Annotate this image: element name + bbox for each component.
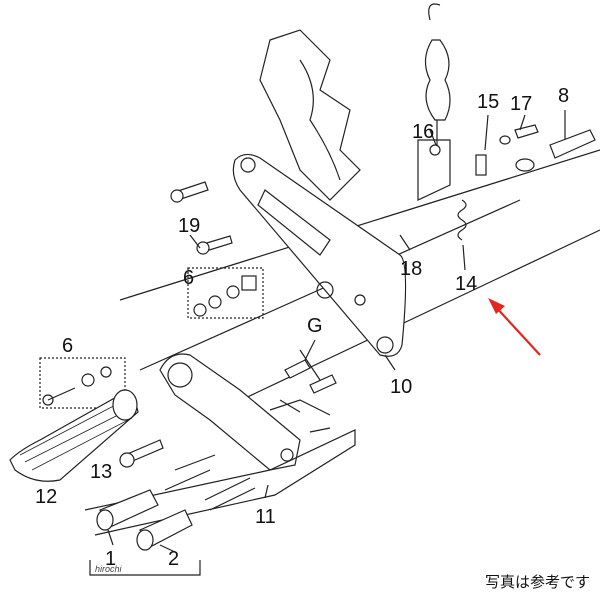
callout-18: 18 [400, 258, 422, 280]
leader-line [519, 114, 526, 131]
pivot-washer [193, 303, 207, 317]
callout-12: 12 [35, 486, 57, 508]
callout-15: 15 [477, 91, 499, 113]
pin [309, 374, 337, 394]
small-bolt [309, 427, 331, 433]
bolt-head [119, 452, 135, 468]
leader-line [384, 354, 396, 371]
callout-13: 13 [90, 461, 112, 483]
callout-19: 19 [178, 215, 200, 237]
pivot-washer [100, 366, 112, 378]
leader-line [107, 529, 114, 546]
leader-line [159, 544, 176, 553]
callout-11: 11 [255, 506, 276, 528]
spring-anchor [475, 154, 487, 176]
plate-hole [354, 294, 366, 306]
callout-6-upper: 6 [183, 267, 194, 289]
shaft [164, 454, 216, 491]
callout-1: 1 [105, 548, 116, 570]
pivot-washer [81, 373, 95, 387]
peg-rubber-end [96, 509, 114, 531]
washer [515, 158, 535, 172]
pivot-washer [208, 295, 222, 309]
callout-2: 2 [168, 548, 179, 570]
frame-edge [299, 59, 341, 181]
callout-16: 16 [412, 121, 434, 143]
washer [499, 135, 511, 145]
leader-line [484, 114, 489, 151]
group-box [39, 357, 126, 409]
peg-rubber-end [136, 529, 154, 551]
leader-line [462, 244, 466, 271]
group-bracket [269, 399, 331, 416]
callout-14: 14 [455, 273, 477, 295]
watermark: hirochi [95, 564, 122, 574]
axis-line [219, 229, 600, 411]
group-bracket [89, 560, 201, 576]
leader-line [264, 484, 269, 499]
footpeg-end [112, 389, 138, 421]
red-arrow [488, 298, 541, 356]
bolt-head [196, 241, 210, 255]
plate-hole [316, 281, 334, 299]
bracket-hole [429, 144, 441, 156]
pivot-washer [226, 285, 240, 299]
cable [428, 3, 441, 21]
leader-line [299, 349, 321, 381]
lever-hole [280, 448, 294, 462]
shaft [204, 477, 256, 511]
bracket [417, 139, 451, 201]
plate-hole [240, 157, 256, 173]
shift-lever [159, 353, 301, 471]
callout-6-lower: 6 [62, 335, 73, 357]
group-bracket [84, 429, 356, 536]
callout-G: G [307, 315, 323, 337]
group-box [187, 267, 264, 319]
callout-8: 8 [558, 85, 569, 107]
return-spring [457, 199, 467, 241]
footpeg-knurl [19, 399, 133, 471]
plate-hole [376, 336, 394, 354]
mounting-plate [232, 153, 407, 357]
small-bolt [514, 124, 539, 139]
plate-slot [257, 189, 331, 256]
pivot-bolt-head [42, 394, 54, 406]
switch-boot [424, 39, 451, 121]
leader-line [304, 339, 316, 361]
pin [284, 359, 311, 379]
bolt-head [170, 189, 184, 203]
leader-line [189, 234, 201, 249]
leader-line [399, 234, 411, 251]
photo-reference-caption: 写真は参考です [484, 573, 590, 591]
axis-line [119, 149, 600, 301]
leader-line [429, 129, 437, 146]
pivot-nut [241, 275, 257, 291]
frame-silhouette [259, 29, 361, 201]
bolt [549, 129, 596, 159]
small-bolt [279, 399, 301, 413]
callout-17: 17 [510, 93, 532, 115]
lever-pivot [167, 362, 193, 388]
callout-10: 10 [390, 376, 412, 398]
